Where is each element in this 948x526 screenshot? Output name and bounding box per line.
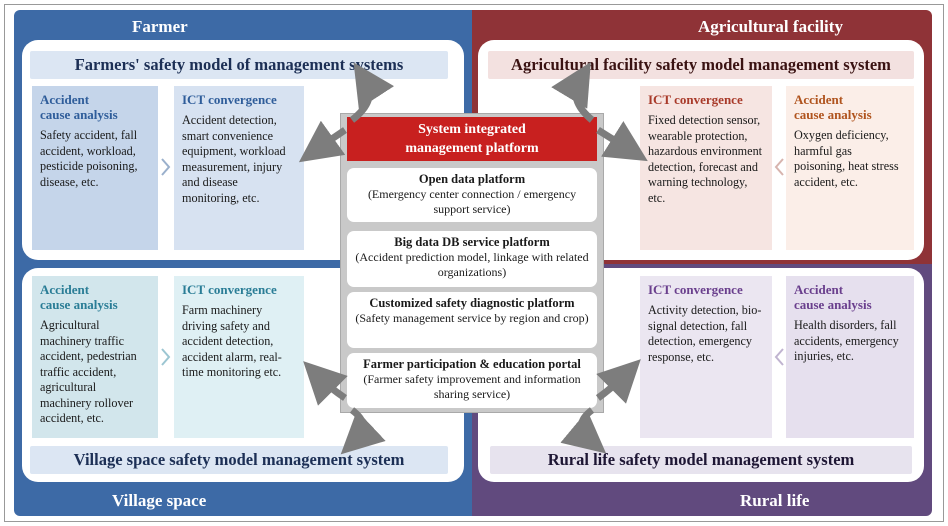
integrated-platform: System integrated management platform Op… [340,113,604,413]
village-cause-card: Accident cause analysis Agricultural mac… [32,276,158,438]
village-ict-body: Farm machinery driving safety and accide… [182,303,282,379]
facility-cause-title: Accident cause analysis [794,92,872,122]
rural-ict-card: ICT convergence Activity detection, bio-… [640,276,772,438]
rural-cause-title: Accident cause analysis [794,282,872,312]
farmer-system-title: Farmers' safety model of management syst… [30,51,448,79]
facility-cause-card: Accident cause analysis Oxygen deficienc… [786,86,914,250]
open-data-platform: Open data platform (Emergency center con… [347,168,597,222]
facility-system-title: Agricultural facility safety model manag… [488,51,914,79]
farmer-cause-title: Accident cause analysis [40,92,118,122]
rural-cause-body: Health disorders, fall accidents, emerge… [794,318,899,363]
safety-diagnostic-platform: Customized safety diagnostic platform (S… [347,292,597,348]
chevron-right-icon [161,158,171,176]
chevron-right-icon [161,348,171,366]
rural-ict-title: ICT convergence [648,282,743,297]
farmer-cause-card: Accident cause analysis Safety accident,… [32,86,158,250]
village-cause-title: Accident cause analysis [40,282,118,312]
rural-cause-card: Accident cause analysis Health disorders… [786,276,914,438]
village-ict-title: ICT convergence [182,282,277,297]
village-system-title: Village space safety model management sy… [30,446,448,474]
rural-label: Rural life [740,491,810,510]
facility-ict-card: ICT convergence Fixed detection sensor, … [640,86,772,250]
chevron-left-icon [774,348,784,366]
chevron-left-icon [774,158,784,176]
facility-ict-body: Fixed detection sensor, wearable protect… [648,113,763,205]
rural-system-title: Rural life safety model management syste… [490,446,912,474]
facility-label: Agricultural facility [698,17,843,36]
village-ict-card: ICT convergence Farm machinery driving s… [174,276,304,438]
farmer-ict-card: ICT convergence Accident detection, smar… [174,86,304,250]
facility-ict-title: ICT convergence [648,92,743,107]
farmer-ict-body: Accident detection, smart convenience eq… [182,113,286,205]
facility-cause-body: Oxygen deficiency, harmful gas poisoning… [794,128,899,189]
integrated-platform-title: System integrated management platform [347,117,597,161]
farmer-label: Farmer [132,17,188,36]
village-cause-body: Agricultural machinery traffic accident,… [40,318,137,425]
rural-ict-body: Activity detection, bio-signal detection… [648,303,762,364]
farmer-ict-title: ICT convergence [182,92,277,107]
education-portal: Farmer participation & education portal … [347,353,597,408]
big-data-platform: Big data DB service platform (Accident p… [347,231,597,287]
village-label: Village space [112,491,207,510]
farmer-cause-body: Safety accident, fall accident, workload… [40,128,138,189]
